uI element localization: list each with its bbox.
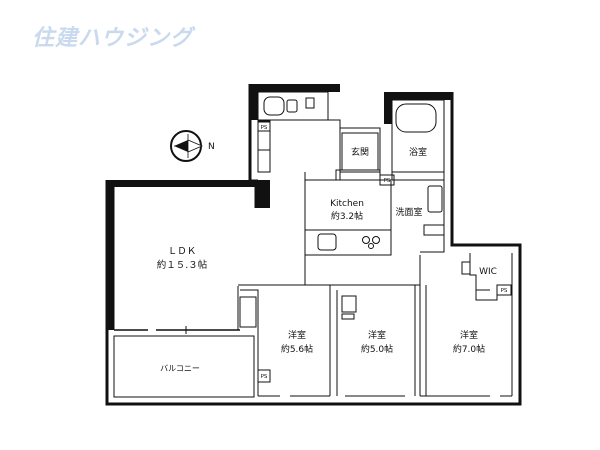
- ldk-name: ＬＤＫ: [168, 246, 197, 257]
- genkan-label: 玄関: [351, 146, 369, 158]
- washbasin: [427, 185, 443, 213]
- western-room-1-size: 約5.6帖: [281, 343, 313, 355]
- toilet-fixture: [263, 96, 285, 116]
- bath-label: 浴室: [409, 146, 427, 158]
- ps-label-1: PS: [261, 125, 268, 131]
- toilet-area-wall: [250, 84, 340, 120]
- kitchen-size: 約3.2帖: [331, 210, 363, 222]
- stove-icon: [362, 236, 370, 244]
- ps-label-2: PS: [384, 178, 391, 184]
- western-room-3-name: 洋室: [460, 329, 478, 341]
- western-room-2-size: 約5.0帖: [361, 343, 393, 355]
- western-room-1-name: 洋室: [288, 329, 306, 341]
- bathtub: [395, 103, 437, 133]
- kitchen-counter: [304, 229, 392, 256]
- western-room-2-name: 洋室: [368, 329, 386, 341]
- compass-north-label: N: [208, 142, 215, 152]
- balcony-area: [113, 335, 255, 398]
- watermark-logo: 住建ハウジング: [32, 26, 194, 51]
- bath-area-wall: [384, 92, 452, 124]
- ps-label-4: PS: [261, 374, 268, 380]
- kitchen-name: Kitchen: [330, 199, 364, 209]
- wic-label: WIC: [479, 267, 497, 277]
- compass-icon: N: [170, 130, 215, 162]
- ps-label-3: PS: [501, 288, 508, 294]
- ldk-size: 約１５.３帖: [157, 259, 208, 271]
- balcony-label: バルコニー: [160, 364, 200, 373]
- washroom-label: 洗面室: [395, 206, 422, 218]
- western-room-3-size: 約7.0帖: [453, 343, 485, 355]
